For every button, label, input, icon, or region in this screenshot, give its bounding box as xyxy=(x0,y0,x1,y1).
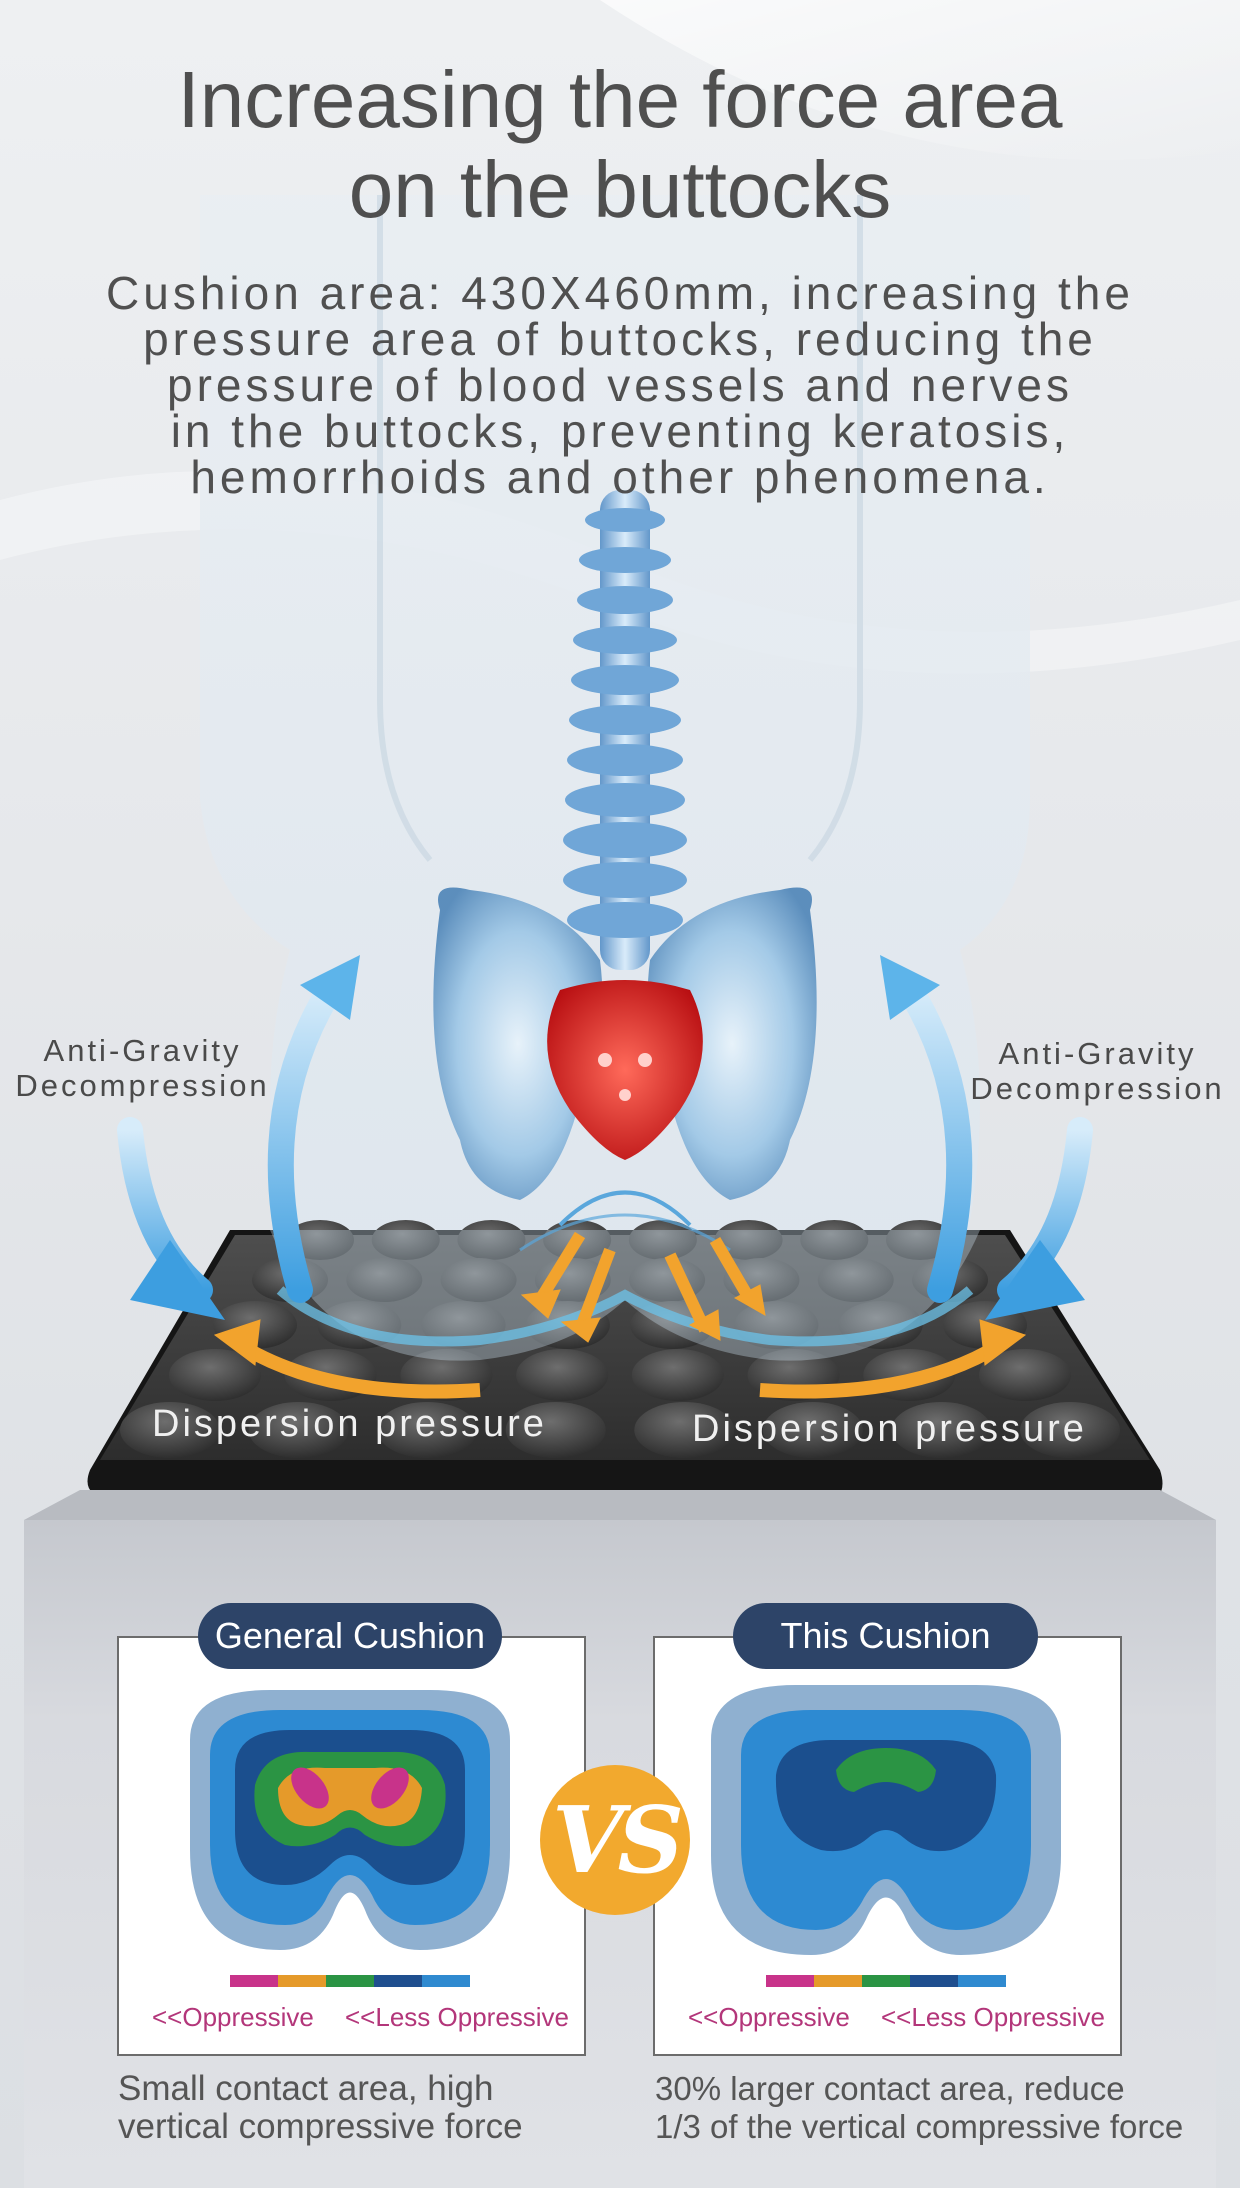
page-title-line2: on the buttocks xyxy=(348,145,892,234)
general-cushion-title: General Cushion xyxy=(198,1603,502,1669)
air-cell xyxy=(120,1402,220,1458)
orange-curve-right xyxy=(759,1339,1004,1399)
scale-swatch xyxy=(278,1975,326,1987)
right-up-arrow xyxy=(897,977,973,1303)
orange-arrow-4 xyxy=(709,1236,756,1304)
this-legend-oppressive: <<Oppressive xyxy=(688,2002,850,2032)
air-cell xyxy=(371,1220,440,1260)
scale-swatch xyxy=(326,1975,374,1987)
air-cell xyxy=(457,1220,526,1260)
torso-illustration xyxy=(200,195,1030,1361)
air-cell xyxy=(248,1402,349,1458)
this-caption-line2: 1/3 of the vertical compressive force xyxy=(655,2108,1184,2145)
dispersion-label-left: Dispersion pressure xyxy=(152,1403,547,1445)
this-cushion-caption: 30% larger contact area, reduce 1/3 of t… xyxy=(655,2070,1215,2146)
air-cell xyxy=(516,1349,609,1401)
vs-badge xyxy=(540,1765,690,1915)
pressure-arrows xyxy=(117,955,1093,1399)
this-cushion-scale xyxy=(766,1975,1006,1987)
general-caption-line2: vertical compressive force xyxy=(118,2107,523,2146)
air-cell xyxy=(169,1349,261,1401)
orange-arrow-2 xyxy=(574,1247,616,1333)
vs-badge-text: VS xyxy=(552,1786,684,1894)
anti-gravity-left-line2: Decompression xyxy=(15,1068,270,1103)
spine xyxy=(563,490,687,970)
scale-swatch xyxy=(422,1975,470,1987)
air-cell xyxy=(817,1258,894,1302)
orange-curve-left xyxy=(236,1339,481,1399)
air-cell xyxy=(346,1258,423,1302)
this-caption-line1: 30% larger contact area, reduce xyxy=(655,2070,1125,2107)
air-cell xyxy=(628,1220,697,1260)
general-cushion-pressure-map xyxy=(190,1690,510,1950)
scale-swatch xyxy=(862,1975,910,1987)
general-cushion-scale xyxy=(230,1975,470,1987)
anti-gravity-label-left: Anti-Gravity Decompression xyxy=(0,1033,285,1103)
scale-swatch xyxy=(910,1975,958,1987)
description-line3: pressure of blood vessels and nerves xyxy=(167,359,1073,411)
scale-swatch xyxy=(766,1975,814,1987)
description-line5: hemorrhoids and other phenomena. xyxy=(190,451,1050,503)
dispersion-label-right: Dispersion pressure xyxy=(692,1408,1087,1450)
scale-swatch xyxy=(814,1975,862,1987)
this-cushion-title: This Cushion xyxy=(733,1603,1038,1669)
description-line2: pressure area of buttocks, reducing the xyxy=(143,313,1097,365)
air-cell xyxy=(891,1402,992,1458)
anti-gravity-right-line1: Anti-Gravity xyxy=(998,1036,1197,1071)
air-cushion xyxy=(87,1190,1163,1505)
scale-swatch xyxy=(958,1975,1006,1987)
panel-top-bevel xyxy=(24,1490,1216,1520)
left-up-arrow xyxy=(267,977,343,1303)
scale-swatch xyxy=(230,1975,278,1987)
pelvis xyxy=(433,887,817,1200)
scale-swatch xyxy=(374,1975,422,1987)
description-line4: in the buttocks, preventing keratosis, xyxy=(170,405,1070,457)
air-cell xyxy=(714,1220,783,1260)
air-cell xyxy=(979,1349,1071,1401)
orange-arrow-3 xyxy=(664,1252,711,1333)
orange-arrow-1 xyxy=(534,1231,586,1304)
general-cushion-caption: Small contact area, high vertical compre… xyxy=(118,2070,598,2146)
this-legend-less: <<Less Oppressive xyxy=(881,2002,1106,2032)
air-cell xyxy=(631,1349,724,1401)
air-cell xyxy=(762,1402,863,1458)
air-cell xyxy=(1020,1402,1120,1458)
this-cushion-pressure-map xyxy=(711,1685,1061,1955)
general-legend-less: <<Less Oppressive xyxy=(345,2002,570,2032)
air-cell xyxy=(634,1402,735,1458)
air-cell xyxy=(440,1258,517,1302)
general-legend-oppressive: <<Oppressive xyxy=(152,2002,314,2032)
air-cell xyxy=(377,1402,478,1458)
anti-gravity-left-line1: Anti-Gravity xyxy=(43,1033,242,1068)
page-title-line1: Increasing the force area xyxy=(177,55,1063,144)
air-cell xyxy=(505,1402,606,1458)
anti-gravity-label-right: Anti-Gravity Decompression xyxy=(955,1036,1240,1106)
anti-gravity-right-line2: Decompression xyxy=(970,1071,1225,1106)
description-line1: Cushion area: 430X460mm, increasing the xyxy=(106,267,1134,319)
air-cell xyxy=(800,1220,869,1260)
general-caption-line1: Small contact area, high xyxy=(118,2069,494,2108)
